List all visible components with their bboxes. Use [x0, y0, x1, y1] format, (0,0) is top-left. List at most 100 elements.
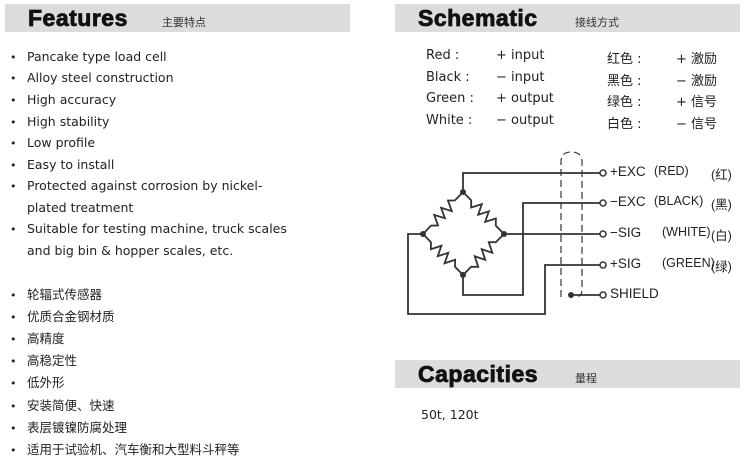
capacities-subtitle: 量程 [575, 372, 597, 385]
junction-dot [501, 231, 507, 237]
feature-item: plated treatment [10, 200, 133, 215]
wiring-color: Black : [426, 69, 470, 85]
junction-dot [568, 292, 574, 298]
bullet-icon: • [10, 116, 17, 129]
wiring-color: Green : [426, 91, 474, 106]
wire-red [462, 172, 600, 192]
bullet-icon: • [10, 180, 17, 193]
feature-item: • Pancake type load cell [10, 49, 167, 64]
wiring-func: − output [496, 112, 554, 128]
features-subtitle: 主要特点 [162, 16, 206, 29]
bullet-icon: • [10, 289, 17, 302]
feature-text: and big bin & hopper scales, etc. [27, 243, 234, 258]
feature-text-zh: 低外形 [27, 375, 65, 390]
wiring-color-zh: 黑色 : [607, 73, 642, 89]
feature-text: Alloy steel construction [27, 70, 174, 85]
wiring-func: − input [496, 69, 545, 85]
feature-text: High accuracy [27, 92, 117, 107]
wire-black [462, 202, 600, 296]
feature-item: • Easy to install [10, 157, 114, 172]
terminal-wire: (WHITE) [662, 225, 711, 239]
schematic-subtitle: 接线方式 [575, 16, 619, 29]
wiring-color: Red : [426, 48, 460, 63]
feature-item-zh: • 优质合金钢材质 [10, 306, 115, 325]
schematic-title: Schematic [418, 5, 538, 32]
bullet-icon: • [10, 355, 17, 368]
wiring-func: + output [496, 91, 554, 106]
capacities-header: Capacities 量程 [395, 360, 740, 388]
feature-item: and big bin & hopper scales, etc. [10, 243, 233, 258]
bullet-icon: • [10, 400, 17, 413]
feature-text-zh: 高稳定性 [27, 353, 78, 368]
feature-text: Low profile [27, 135, 96, 150]
junction-dot [460, 272, 466, 278]
resistor [462, 233, 505, 276]
feature-item-zh: • 安装简便、快速 [10, 395, 115, 414]
feature-item-zh: • 轮辐式传感器 [10, 284, 102, 303]
feature-item-zh: • 高稳定性 [10, 350, 77, 369]
feature-item: •Low profile [10, 135, 95, 150]
terminal-icon [599, 291, 607, 299]
feature-item: • Protected against corrosion by nickel- [10, 178, 262, 193]
feature-text: Suitable for testing machine, truck scal… [27, 221, 287, 236]
terminal-zh: (绿) [711, 260, 732, 274]
feature-item-zh: • 低外形 [10, 372, 65, 391]
terminal-wire: (BLACK) [654, 194, 704, 208]
feature-item: • High stability [10, 114, 109, 129]
terminal-icon [599, 261, 607, 269]
bullet-icon: • [10, 94, 17, 107]
schematic-header: Schematic 接线方式 [395, 4, 740, 32]
feature-text-zh: 表层镀镍防腐处理 [27, 420, 128, 435]
capacities-title: Capacities [418, 361, 539, 388]
capacities-value: 50t, 120t [421, 407, 479, 422]
terminal-sig: +EXC [610, 164, 646, 179]
resistor [422, 191, 464, 235]
wiring-func: + input [496, 48, 545, 63]
resistor [462, 191, 505, 235]
feature-text: Protected against corrosion by nickel- [27, 178, 263, 193]
feature-text-zh: 高精度 [27, 331, 65, 346]
terminal-zh: (红) [711, 168, 732, 182]
bullet-icon: • [10, 223, 17, 236]
bullet-icon: • [10, 444, 17, 457]
terminal-wire: (GREEN) [662, 256, 715, 270]
bullet-icon: • [10, 422, 17, 435]
feature-item: • Alloy steel construction [10, 70, 174, 85]
bullet-icon: • [10, 159, 17, 172]
terminal-wire: (RED) [654, 164, 689, 178]
feature-text-zh: 优质合金钢材质 [27, 309, 115, 324]
features-header: Features 主要特点 [5, 4, 350, 32]
bullet-icon: • [10, 311, 17, 324]
feature-text: plated treatment [27, 200, 134, 215]
junction-dot [460, 189, 466, 195]
terminal-zh: (白) [711, 229, 732, 243]
feature-item-zh: • 适用于试验机、汽车衡和大型料斗秤等 [10, 439, 240, 458]
bullet-icon: • [10, 377, 17, 390]
feature-text: High stability [27, 114, 110, 129]
terminal-sig: +SIG [610, 256, 642, 271]
feature-text-zh: 安装简便、快速 [27, 398, 115, 413]
feature-text-zh: 轮辐式传感器 [27, 287, 103, 302]
terminal-icon [599, 199, 607, 207]
bullet-icon: • [10, 51, 17, 64]
wiring-color-zh: 红色 : [607, 52, 642, 67]
wiring-func-zh: + 信号 [676, 95, 718, 110]
feature-text: Pancake type load cell [27, 49, 167, 64]
feature-item: • Suitable for testing machine, truck sca… [10, 221, 287, 236]
junction-dot [420, 231, 426, 237]
features-title: Features [28, 5, 128, 32]
feature-item-zh: • 表层镀镍防腐处理 [10, 417, 127, 436]
wiring-func-zh: + 激励 [676, 52, 718, 67]
cable-shield [560, 151, 583, 298]
wiring-color-zh: 白色 : [607, 116, 642, 132]
resistor [422, 233, 464, 276]
wiring-func-zh: − 信号 [676, 116, 718, 132]
terminal-zh: (黑) [711, 198, 732, 212]
terminal-sig: −EXC [610, 194, 646, 209]
terminal-icon [599, 230, 607, 238]
bullet-icon: • [10, 72, 17, 85]
feature-text-zh: 适用于试验机、汽车衡和大型料斗秤等 [27, 442, 240, 457]
wire-green [407, 233, 600, 315]
feature-text: Easy to install [27, 157, 115, 172]
